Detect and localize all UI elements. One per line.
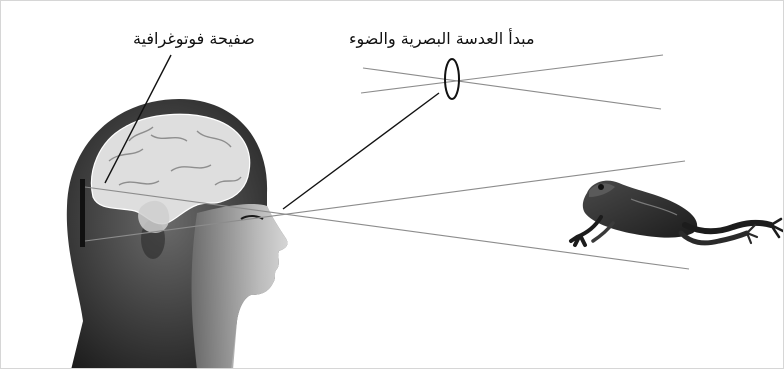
photographic-plate	[80, 179, 85, 247]
frog-icon	[571, 181, 783, 245]
photographic-plate-label: صفيحة فوتوغرافية	[133, 29, 255, 48]
lens-principle-label: مبدأ العدسة البصرية والضوء	[349, 29, 535, 48]
lens-icon	[445, 59, 459, 99]
